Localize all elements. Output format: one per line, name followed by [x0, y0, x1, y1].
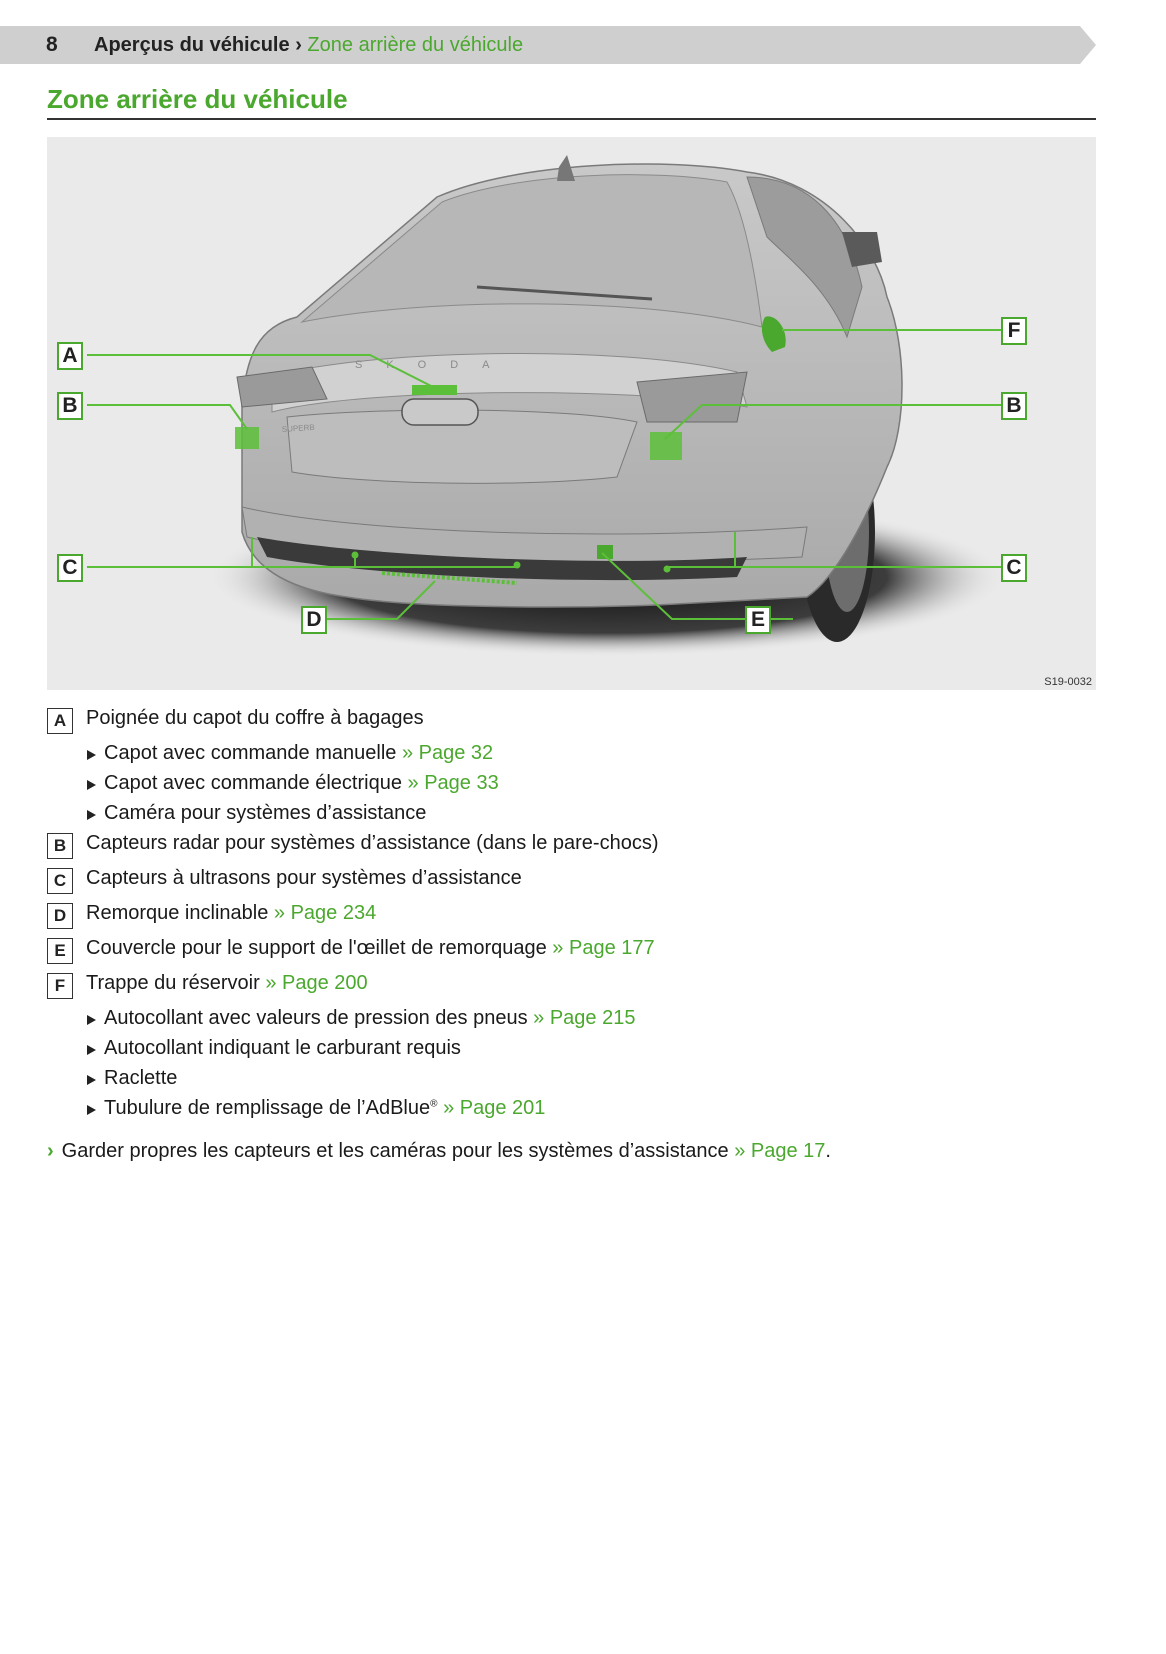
trunk-lid	[271, 353, 748, 413]
legend-subtext: Autocollant indiquant le carburant requi…	[104, 1037, 461, 1059]
breadcrumb-separator: ›	[295, 34, 302, 56]
marker-tow-eye-cover	[597, 545, 613, 559]
legend-item-d: D Remorque inclinable » Page 234	[47, 900, 1097, 935]
legend-subitem: Caméra pour systèmes d’assistance	[47, 800, 1097, 830]
figure-code: S19-0032	[1044, 676, 1092, 688]
marker-towbar	[381, 571, 518, 585]
side-window	[746, 176, 863, 339]
legend-text: Trappe du réservoir	[86, 972, 260, 994]
page-ref-link[interactable]: » Page 17	[734, 1140, 826, 1162]
legend-text: Poignée du capot du coffre à bagages	[86, 707, 424, 729]
roof-antenna	[557, 155, 575, 181]
legend-item-e: E Couvercle pour le support de l'œillet …	[47, 935, 1097, 970]
registered-mark: ®	[430, 1098, 438, 1110]
running-header: 8 Aperçus du véhicule › Zone arrière du …	[0, 26, 1096, 64]
page-ref-link[interactable]: » Page 33	[407, 772, 499, 794]
legend-subitem: Raclette	[47, 1065, 1097, 1095]
chevron-right-icon: ›	[47, 1140, 54, 1162]
legend-subtext: Tubulure de remplissage de l’AdBlue	[104, 1097, 431, 1119]
rear-wiper	[476, 285, 653, 301]
bullet-triangle-icon	[87, 1105, 96, 1115]
lower-diffuser	[257, 537, 747, 581]
page-title: Zone arrière du véhicule	[47, 84, 348, 114]
breadcrumb-subsection[interactable]: Zone arrière du véhicule	[307, 34, 524, 56]
legend-item-c: C Capteurs à ultrasons pour systèmes d’a…	[47, 865, 1097, 900]
breadcrumb: Aperçus du véhicule › Zone arrière du vé…	[94, 34, 523, 57]
marker-radar-left	[235, 427, 259, 449]
legend-item-b: B Capteurs radar pour systèmes d’assista…	[47, 830, 1097, 865]
marker-fuel-flap	[761, 316, 786, 352]
legend-subitem: Autocollant avec valeurs de pression des…	[47, 1005, 1097, 1035]
bullet-triangle-icon	[87, 1075, 96, 1085]
legend-subtext: Capot avec commande électrique	[104, 772, 402, 794]
footnote: › Garder propres les capteurs et les camé…	[47, 1140, 831, 1163]
leader-lines	[87, 329, 1001, 620]
legend-subitem: Tubulure de remplissage de l’AdBlue® » P…	[47, 1095, 1097, 1125]
callout-e: E	[745, 606, 771, 634]
right-tail-light	[636, 371, 748, 423]
page-ref-link[interactable]: » Page 32	[401, 742, 494, 764]
callout-d: D	[301, 606, 327, 634]
rear-handle-recess	[401, 398, 479, 426]
legend-text: Capteurs radar pour systèmes d’assistanc…	[86, 832, 659, 854]
legend-badge: D	[47, 903, 73, 929]
legend-subtext: Raclette	[104, 1067, 178, 1089]
bullet-triangle-icon	[87, 1045, 96, 1055]
legend-subitem: Autocollant indiquant le carburant requi…	[47, 1035, 1097, 1065]
bullet-triangle-icon	[87, 780, 96, 790]
legend-subtext: Capot avec commande manuelle	[104, 742, 397, 764]
footnote-text: Garder propres les capteurs et les camér…	[61, 1140, 729, 1162]
legend-subtext: Caméra pour systèmes d’assistance	[104, 802, 427, 824]
page-ref-link[interactable]: » Page 215	[533, 1007, 636, 1029]
marker-radar-right	[650, 432, 682, 460]
breadcrumb-section: Aperçus du véhicule	[94, 34, 290, 56]
legend-badge: B	[47, 833, 73, 859]
legend-item-a: A Poignée du capot du coffre à bagages	[47, 705, 1097, 740]
bullet-triangle-icon	[87, 810, 96, 820]
marker-trunk-handle	[412, 385, 457, 395]
callout-c-right: C	[1001, 554, 1027, 582]
bullet-triangle-icon	[87, 1015, 96, 1025]
page-ref-link[interactable]: » Page 201	[443, 1097, 546, 1119]
legend-badge: F	[47, 973, 73, 999]
vehicle-rear-figure: SKODA SUPERB A B C D E F B C	[47, 137, 1096, 690]
side-mirror	[842, 232, 882, 267]
legend-subitem: Capot avec commande électrique » Page 33	[47, 770, 1097, 800]
callout-b-left: B	[57, 392, 83, 420]
legend-subtext: Autocollant avec valeurs de pression des…	[104, 1007, 528, 1029]
rear-window	[300, 174, 763, 328]
page-ref-link[interactable]: » Page 234	[273, 902, 377, 924]
callout-b-right: B	[1001, 392, 1027, 420]
callout-f: F	[1001, 317, 1027, 345]
legend-text: Remorque inclinable	[86, 902, 269, 924]
legend-subitem: Capot avec commande manuelle » Page 32	[47, 740, 1097, 770]
left-tail-light	[236, 366, 328, 408]
callout-c-left: C	[57, 554, 83, 582]
legend-badge: C	[47, 868, 73, 894]
page-number: 8	[46, 33, 58, 56]
title-rule	[47, 118, 1096, 120]
legend-list: A Poignée du capot du coffre à bagages C…	[47, 705, 1097, 1125]
footnote-end: .	[825, 1140, 831, 1162]
bullet-triangle-icon	[87, 750, 96, 760]
car-illustration: SKODA SUPERB	[87, 155, 1007, 657]
legend-badge: E	[47, 938, 73, 964]
model-lettering: SUPERB	[282, 423, 315, 434]
legend-text: Capteurs à ultrasons pour systèmes d’ass…	[86, 867, 522, 889]
page-ref-link[interactable]: » Page 200	[265, 972, 368, 994]
legend-badge: A	[47, 708, 73, 734]
brand-lettering: SKODA	[355, 359, 514, 371]
legend-item-f: F Trappe du réservoir » Page 200	[47, 970, 1097, 1005]
callout-a: A	[57, 342, 83, 370]
legend-text: Couvercle pour le support de l'œillet de…	[86, 937, 547, 959]
page-ref-link[interactable]: » Page 177	[552, 937, 655, 959]
